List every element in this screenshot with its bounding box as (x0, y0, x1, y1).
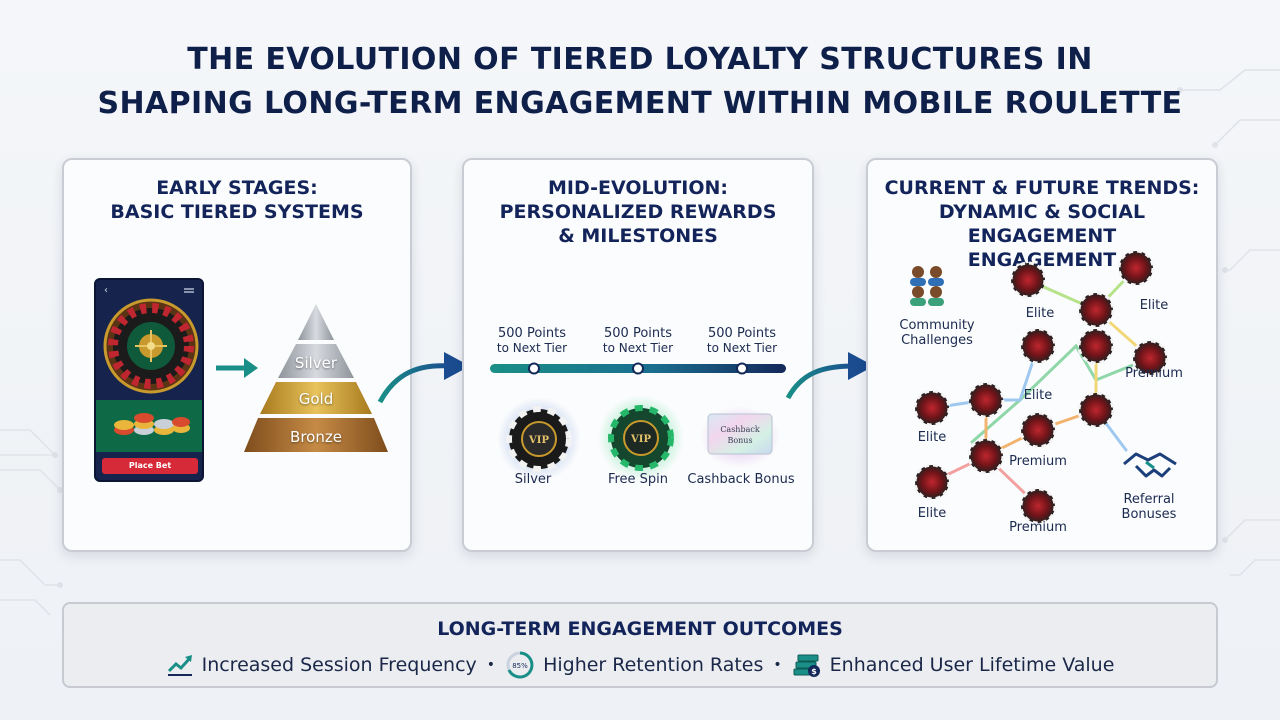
retention-gauge-text: 85% (512, 662, 528, 670)
roulette-wheel-icon (103, 298, 199, 394)
curved-arrow-icon-2 (785, 352, 874, 400)
pyramid-tier-gold (260, 382, 372, 414)
milestone-progress-bar (490, 362, 786, 375)
outcome-label-lifetime-value: Enhanced User Lifetime Value (829, 654, 1115, 676)
node-label-premium-1: Premium (1125, 366, 1183, 381)
outcome-item-retention-rates: 85% Higher Retention Rates (505, 650, 763, 680)
outcomes-list: Increased Session Frequency • 85% Higher… (64, 650, 1216, 680)
referral-bonuses-line-1: Referral (1123, 492, 1175, 507)
phone-mockup: ‹ (94, 278, 204, 482)
vip-chip-free-spin-text: VIP (630, 434, 651, 445)
referral-bonuses-label: Referral Bonuses (1104, 492, 1194, 522)
tier-pyramid (244, 304, 388, 452)
back-icon: ‹ (104, 285, 108, 296)
tier-label-bronze: Bronze (290, 428, 342, 446)
milestone-1-points: 500 Points (498, 326, 566, 341)
node-label-premium-2: Premium (1009, 454, 1067, 469)
casino-chips-stack-icon (114, 413, 190, 435)
community-challenges-line-2: Challenges (901, 333, 973, 348)
panel-current-future-trends-title-line-3: ENGAGEMENT (967, 249, 1117, 271)
node-label-elite-3: Elite (1023, 388, 1053, 403)
network-links (930, 266, 1152, 508)
pyramid-tier-silver (278, 344, 354, 378)
cashback-card-text-line-2: Bonus (727, 436, 752, 445)
node-label-elite-1: Elite (1025, 306, 1055, 321)
outcomes-panel: LONG-TERM ENGAGEMENT OUTCOMES Increased … (62, 602, 1218, 688)
panel-current-future-trends-title: CURRENT & FUTURE TRENDS: DYNAMIC & SOCIA… (868, 176, 1216, 272)
node-label-elite-4: Elite (917, 430, 947, 445)
outcome-separator-2: • (773, 657, 782, 673)
node-label-elite-5: Elite (917, 506, 947, 521)
milestone-markers (528, 362, 748, 375)
social-engagement-network (913, 250, 1169, 525)
milestone-label-3: 500 Points to Next Tier (694, 326, 790, 355)
panel-mid-evolution-title-line-3: & MILESTONES (558, 225, 718, 247)
page-title: THE EVOLUTION OF TIERED LOYALTY STRUCTUR… (0, 38, 1280, 126)
node-label-elite-2: Elite (1139, 298, 1169, 313)
panel-early-stages: EARLY STAGES: BASIC TIERED SYSTEMS ‹ (62, 158, 412, 552)
panel-mid-evolution: MID-EVOLUTION: PERSONALIZED REWARDS & MI… (462, 158, 814, 552)
panel-mid-evolution-title-line-2: PERSONALIZED REWARDS (499, 201, 777, 223)
trend-up-chart-icon (167, 655, 192, 676)
milestone-2-points: 500 Points (604, 326, 672, 341)
curved-arrow-icon-1 (377, 352, 470, 404)
panel-current-future-trends-title-line-2: DYNAMIC & SOCIAL ENGAGEMENT (938, 201, 1146, 247)
outcome-item-lifetime-value: $ Enhanced User Lifetime Value (792, 651, 1115, 679)
reward-label-cashback-bonus: Cashback Bonus (687, 472, 795, 487)
node-label-premium-3: Premium (1009, 520, 1067, 535)
reward-label-silver: Silver (514, 472, 552, 487)
outcome-item-session-frequency: Increased Session Frequency (166, 653, 477, 677)
panel-early-stages-title-line-2: BASIC TIERED SYSTEMS (110, 201, 364, 223)
reward-label-free-spin: Free Spin (607, 472, 669, 487)
handshake-icon (1123, 452, 1177, 478)
community-people-icon (910, 266, 944, 306)
panel-current-future-trends: CURRENT & FUTURE TRENDS: DYNAMIC & SOCIA… (866, 158, 1218, 552)
outcome-separator-1: • (486, 657, 496, 673)
community-challenges-label: Community Challenges (882, 318, 992, 348)
vip-chip-silver-text: VIP (528, 435, 549, 446)
money-stack-icon: $ (793, 654, 820, 677)
pyramid-tier-bronze (244, 418, 388, 452)
milestone-3-caption: to Next Tier (706, 341, 778, 355)
vip-chip-free-spin-icon: VIP (598, 395, 684, 481)
vip-chip-silver-icon: VIP (497, 397, 581, 481)
referral-bonuses-line-2: Bonuses (1121, 507, 1177, 522)
pyramid-tip (298, 304, 334, 340)
milestone-label-1: 500 Points to Next Tier (484, 326, 580, 355)
teal-arrow-icon (216, 358, 258, 378)
svg-text:$: $ (811, 667, 817, 676)
milestone-label-2: 500 Points to Next Tier (590, 326, 686, 355)
retention-gauge-icon: 85% (506, 651, 534, 679)
panel-early-stages-title: EARLY STAGES: BASIC TIERED SYSTEMS (64, 176, 410, 224)
panel-early-stages-title-line-1: EARLY STAGES: (156, 177, 318, 199)
tier-label-silver: Silver (294, 354, 338, 372)
milestone-2-caption: to Next Tier (602, 341, 674, 355)
tier-label-gold: Gold (298, 390, 334, 408)
page-title-line-1: THE EVOLUTION OF TIERED LOYALTY STRUCTUR… (187, 42, 1093, 77)
outcome-label-retention-rates: Higher Retention Rates (543, 654, 764, 676)
panel-mid-evolution-title: MID-EVOLUTION: PERSONALIZED REWARDS & MI… (464, 176, 812, 248)
outcomes-title: LONG-TERM ENGAGEMENT OUTCOMES (437, 618, 843, 640)
outcome-label-session-frequency: Increased Session Frequency (201, 654, 477, 676)
network-chip-nodes (913, 250, 1169, 525)
panel-current-future-trends-title-line-1: CURRENT & FUTURE TRENDS: (884, 177, 1200, 199)
menu-icon (184, 288, 194, 293)
milestone-3-points: 500 Points (708, 326, 776, 341)
cashback-card-icon: Cashback Bonus (700, 406, 780, 468)
panel-mid-evolution-title-line-1: MID-EVOLUTION: (547, 177, 729, 199)
milestone-1-caption: to Next Tier (496, 341, 568, 355)
community-challenges-line-1: Community (899, 318, 975, 333)
place-bet-button[interactable]: Place Bet (102, 458, 198, 474)
page-title-line-2: SHAPING LONG-TERM ENGAGEMENT WITHIN MOBI… (97, 86, 1183, 121)
roulette-phone-illustration: ‹ (96, 285, 202, 452)
cashback-card-text-line-1: Cashback (720, 425, 760, 434)
